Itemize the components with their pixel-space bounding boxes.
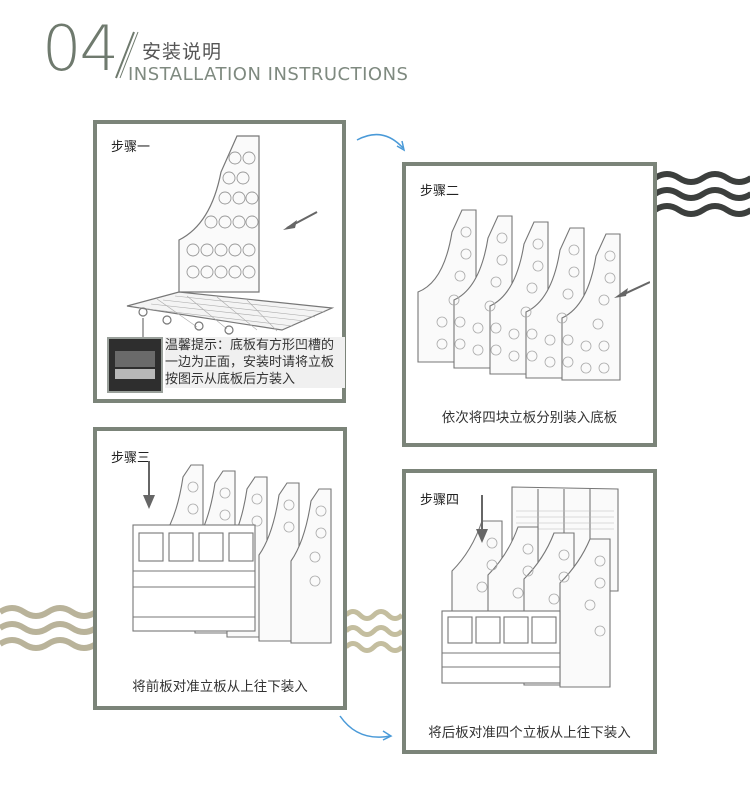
step-3-panel: 步骤三 将前板对准立板从上往下装	[93, 427, 347, 710]
four-dividers-illustration	[417, 209, 650, 381]
front-panel-illustration	[132, 461, 332, 644]
header-slash-icon	[115, 31, 139, 79]
wave-decoration-right	[655, 171, 750, 217]
step-2-label: 步骤二	[420, 184, 460, 199]
flow-arrow-icon	[356, 133, 406, 152]
step-4-panel: 步骤四	[402, 469, 657, 754]
slot-closeup-icon	[109, 339, 161, 391]
step-1-label: 步骤一	[111, 140, 151, 155]
step-4-caption: 将后板对准四个立板从上往下装入	[428, 725, 631, 741]
step-4-label: 步骤四	[420, 493, 460, 508]
installation-tip: 温馨提示：底板有方形凹槽的一边为正面，安装时请将立板按图示从底板后方装入	[165, 337, 345, 388]
flow-arrow-icon	[339, 715, 393, 741]
wave-decoration-middle	[346, 609, 402, 653]
step-3-caption: 将前板对准立板从上往下装入	[132, 679, 308, 695]
section-title-en: INSTALLATION INSTRUCTIONS	[128, 64, 409, 85]
step-3-label: 步骤三	[111, 451, 151, 466]
section-title-cn: 安装说明	[142, 41, 223, 63]
slot-closeup-image	[107, 337, 163, 393]
divider-and-base-illustration	[126, 135, 335, 337]
step-1-panel: 步骤一	[93, 120, 346, 403]
wave-decoration-left	[0, 605, 95, 651]
step-2-panel: 步骤二 依次将四块立板分别装入底板	[402, 162, 657, 447]
back-panel-illustration	[441, 486, 619, 688]
step-2-caption: 依次将四块立板分别装入底板	[441, 410, 618, 426]
section-number: 04	[42, 12, 119, 85]
